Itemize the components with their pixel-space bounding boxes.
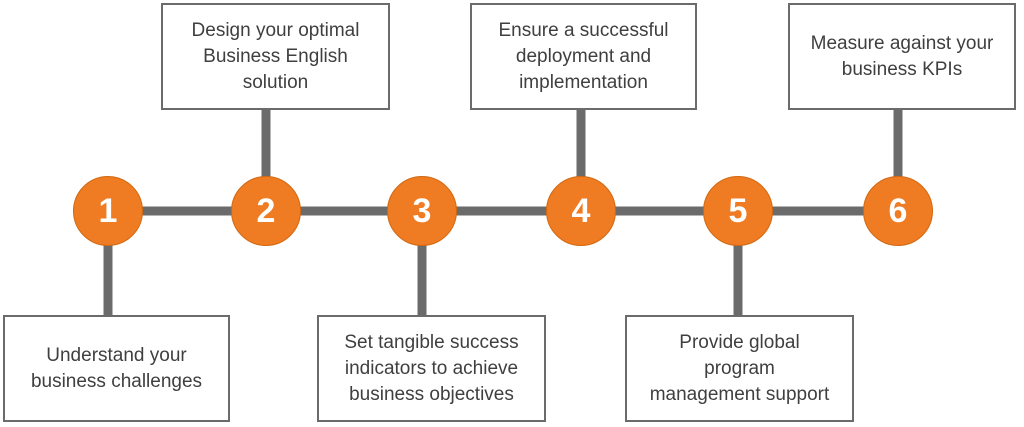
- step-1-box: Understand your business challenges: [3, 315, 230, 422]
- step-6-node: 6: [863, 176, 933, 246]
- step-6-box: Measure against your business KPIs: [788, 3, 1016, 110]
- step-5-box: Provide global program management suppor…: [625, 315, 854, 422]
- step-2-node: 2: [231, 176, 301, 246]
- step-4-node: 4: [546, 176, 616, 246]
- step-5-text: Provide global program management suppor…: [649, 331, 830, 405]
- step-5-node: 5: [703, 176, 773, 246]
- step-1-node: 1: [73, 176, 143, 246]
- step-2-box: Design your optimal Business English sol…: [161, 3, 390, 110]
- step-3-text: Set tangible success indicators to achie…: [344, 331, 519, 405]
- step-1-text: Understand your business challenges: [30, 344, 203, 392]
- step-3-box: Set tangible success indicators to achie…: [317, 315, 546, 422]
- step-2-text: Design your optimal Business English sol…: [191, 19, 360, 93]
- step-4-text: Ensure a successful deployment and imple…: [498, 19, 669, 93]
- step-3-node: 3: [387, 176, 457, 246]
- step-4-box: Ensure a successful deployment and imple…: [470, 3, 697, 110]
- step-6-text: Measure against your business KPIs: [810, 32, 994, 80]
